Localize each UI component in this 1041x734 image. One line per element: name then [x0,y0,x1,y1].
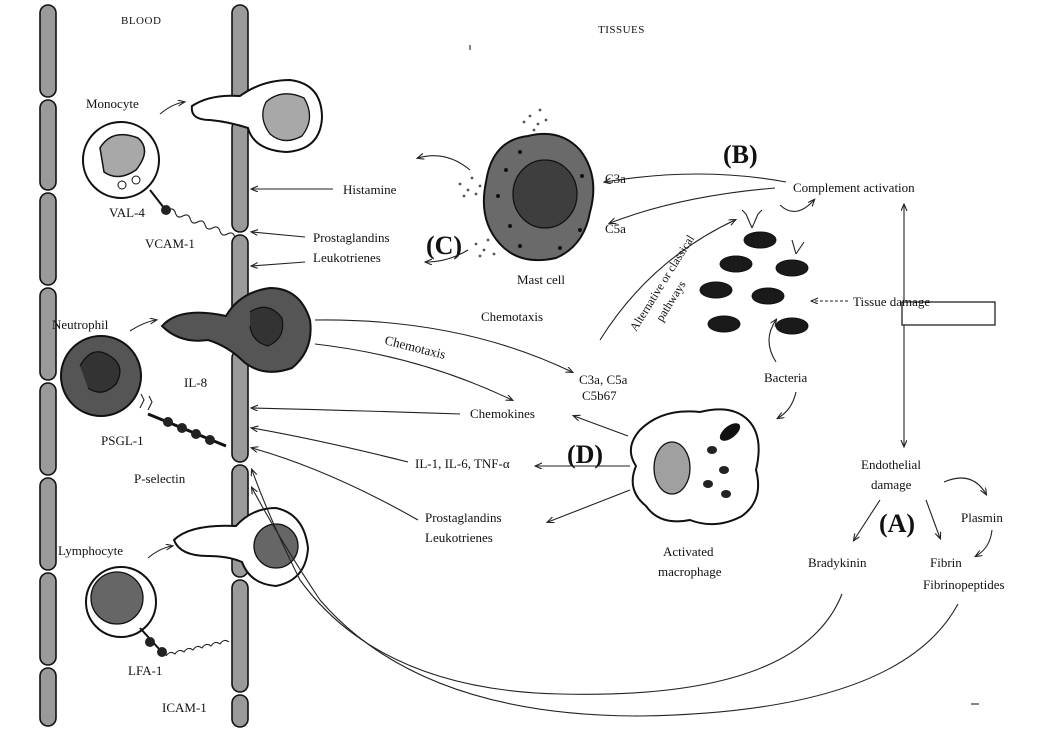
lfa1-label: LFA-1 [128,663,162,678]
macrophage-label-line1: Activated [663,544,714,559]
lymphocyte-label: Lymphocyte [58,543,123,558]
prostaglandins-c-label: Prostaglandins [313,230,390,245]
prostaglandins-d-label: Prostaglandins [425,510,502,525]
lfa1-icam1-bond [140,628,229,657]
blood-header: BLOOD [121,15,161,27]
leukotrienes-c-label: Leukotrienes [313,250,381,265]
il8-label: IL-8 [184,375,207,390]
panel-d-label: (D) [567,440,603,469]
complement-activation-label: Complement activation [793,180,915,195]
vessel-wall-left [40,5,56,726]
chemotaxis-label-1: Chemotaxis [481,309,543,324]
lymphocyte-cell [86,567,156,637]
mast-cell-label: Mast cell [517,272,565,287]
tissue-damage-label: Tissue damage [853,294,930,309]
chemokines-label: Chemokines [470,406,535,421]
histamine-label: Histamine [343,182,397,197]
bradykinin-label: Bradykinin [808,555,867,570]
mast-cell [459,109,594,261]
endothelial-label-line1: Endothelial [861,457,921,472]
c3a-c5a-label: C3a, C5a [579,372,628,387]
c5b67-label: C5b67 [582,388,617,403]
c3a-label: C3a [605,171,626,186]
plasmin-label: Plasmin [961,510,1003,525]
macrophage-label-line2: macrophage [658,564,722,579]
neutrophil-label: Neutrophil [52,317,109,332]
vcam1-label: VCAM-1 [145,236,195,251]
monocyte-label: Monocyte [86,96,139,111]
antibody-icons [742,210,804,254]
bacteria-cluster [700,232,808,334]
leukotrienes-d-label: Leukotrienes [425,530,493,545]
pselectin-label: P-selectin [134,471,186,486]
tissues-header: TISSUES [598,24,645,36]
val4-receptor [150,190,236,239]
neutrophil-cell [61,336,141,416]
psgl1-label: PSGL-1 [101,433,144,448]
monocyte-transmigrating [192,80,322,152]
fibrinopeptides-label: Fibrinopeptides [923,577,1005,592]
monocyte-cell [83,122,159,198]
psgl1-pselectin-bond [140,394,226,446]
val4-label: VAL-4 [109,205,145,220]
panel-a-label: (A) [879,509,915,538]
endothelial-label-line2: damage [871,477,912,492]
panel-b-label: (B) [723,140,758,169]
fibrin-label: Fibrin [930,555,962,570]
activated-macrophage [631,409,759,524]
bacteria-label: Bacteria [764,370,808,385]
c5a-label: C5a [605,221,626,236]
pathways-label-group: Alternative or classical pathways [627,232,712,343]
icam1-label: ICAM-1 [162,700,207,715]
il-tnf-label: IL-1, IL-6, TNF-α [415,456,510,471]
